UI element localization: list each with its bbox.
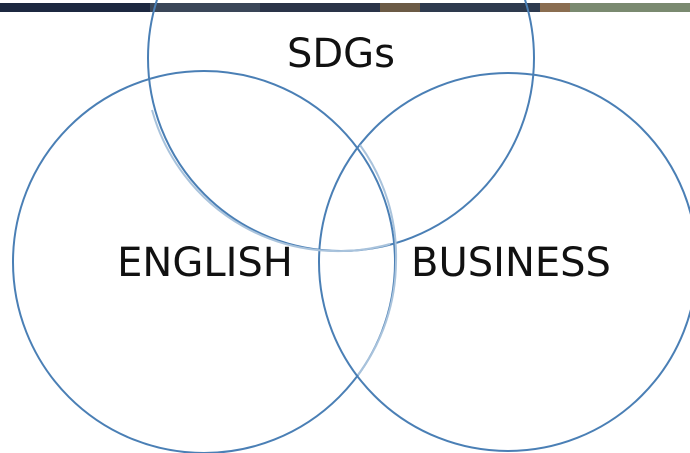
overlap-arc-english-business — [357, 144, 398, 376]
english-label: ENGLISH — [117, 240, 293, 286]
overlap-arc-sdgs-english — [151, 109, 391, 253]
business-label: BUSINESS — [411, 240, 611, 286]
background-photo-strip — [0, 0, 690, 12]
venn-circle-business — [318, 72, 690, 452]
sdgs-label: SDGs — [287, 31, 395, 77]
photo-strip-graphic — [0, 3, 690, 12]
